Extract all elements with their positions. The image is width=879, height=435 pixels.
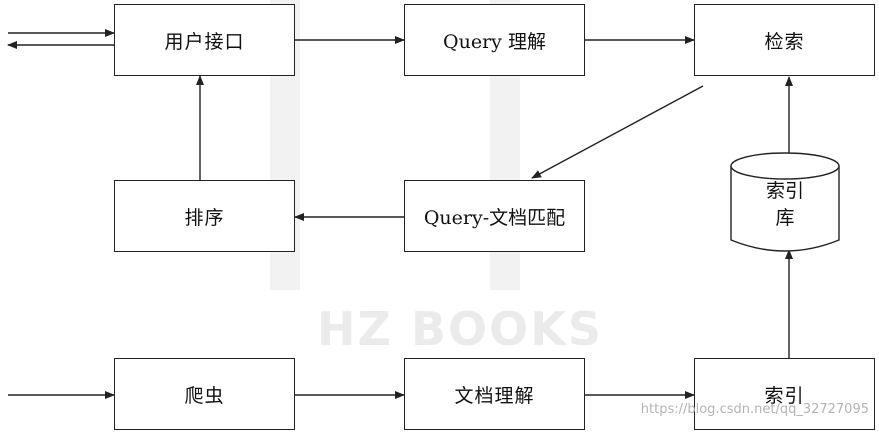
watermark-publisher: HZ BOOKS (317, 302, 603, 356)
arrow-retrieval-to-match (531, 85, 704, 179)
index-database-cylinder (730, 152, 840, 252)
watermark-url: https://blog.csdn.net/qq_32727095 (640, 402, 869, 417)
node-crawler: 爬虫 (114, 358, 295, 430)
node-doc-understanding: 文档理解 (404, 358, 585, 430)
node-user-interface: 用户接口 (114, 4, 295, 76)
node-query-doc-match: Query-文档匹配 (404, 180, 585, 252)
node-index-database: 索引 库 (731, 178, 839, 232)
node-indexing: 索引 (694, 358, 875, 430)
db-label-line1: 索引 (765, 180, 804, 202)
node-retrieval: 检索 (694, 4, 875, 76)
db-label-line2: 库 (775, 207, 795, 229)
node-query-understanding: Query 理解 (404, 4, 585, 76)
node-ranking: 排序 (114, 180, 295, 252)
